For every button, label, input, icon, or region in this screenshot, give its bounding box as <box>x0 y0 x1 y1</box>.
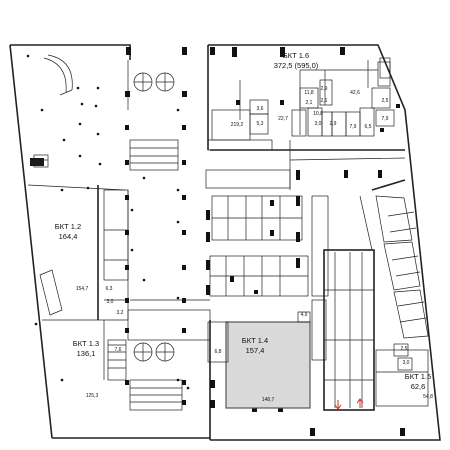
unit-area-bkt-1-4: 157,4 <box>246 346 265 355</box>
unit-name-bkt-1-2: БКТ 1.2 <box>55 222 81 231</box>
unit-area-bkt-1-5: 62,6 <box>411 382 426 391</box>
unit-bkt-1-4[interactable] <box>207 311 311 409</box>
room-area: 2,5 <box>401 346 408 352</box>
room-area: 3,0 <box>403 360 410 366</box>
unit-area-bkt-1-2: 164,4 <box>59 232 78 241</box>
room-area: 3,2 <box>117 310 124 316</box>
room-area: 2,1 <box>321 98 328 104</box>
room-area: 3,0 <box>107 299 114 305</box>
room-area: 7,9 <box>350 124 357 130</box>
unit-name-bkt-1-3: БКТ 1.3 <box>73 339 99 348</box>
room-area: 148,7 <box>262 397 275 403</box>
room-area: 154,7 <box>76 286 89 292</box>
room-area: 6,5 <box>365 124 372 130</box>
room-area: 2,5 <box>382 98 389 104</box>
room-area: 22,7 <box>278 116 288 122</box>
unit-name-bkt-1-5: БКТ 1.5 <box>405 372 431 381</box>
room-labels: 219,2 22,7 11,8 42,6 3,6 5,3 2,9 2,1 2,1… <box>76 86 433 403</box>
room-area: 11,8 <box>304 90 314 96</box>
gallery <box>127 60 211 362</box>
room-area: 219,2 <box>231 122 244 128</box>
room-area: 54,8 <box>423 394 433 400</box>
room-area: 2,9 <box>330 121 337 127</box>
outer-walls <box>9 44 441 441</box>
room-area: 2,9 <box>321 86 328 92</box>
unit-name-bkt-1-6: БКТ 1.6 <box>283 51 309 60</box>
columns <box>26 47 405 436</box>
room-area: 5,3 <box>257 121 264 127</box>
stair-arrows <box>334 398 364 410</box>
room-area: 10,8 <box>313 111 323 117</box>
room-area: 7,6 <box>115 347 122 353</box>
unit-area-bkt-1-6: 372,5 (595,0) <box>274 61 319 70</box>
unit-labels: БКТ 1.6 372,5 (595,0) БКТ 1.2 164,4 БКТ … <box>55 51 431 391</box>
room-area: 2,1 <box>306 100 313 106</box>
unit-area-bkt-1-3: 136,1 <box>77 349 96 358</box>
room-area: 4,9 <box>301 312 308 318</box>
right-wing-interiors <box>205 57 429 411</box>
room-area: 6,8 <box>215 349 222 355</box>
room-area: 3,6 <box>257 106 264 112</box>
room-area: 125,3 <box>86 393 99 399</box>
room-area: 7,9 <box>382 116 389 122</box>
room-area: 42,6 <box>350 90 360 96</box>
room-area: 6,3 <box>106 286 113 292</box>
room-area: 3,0 <box>315 121 322 127</box>
unit-name-bkt-1-4: БКТ 1.4 <box>242 336 268 345</box>
